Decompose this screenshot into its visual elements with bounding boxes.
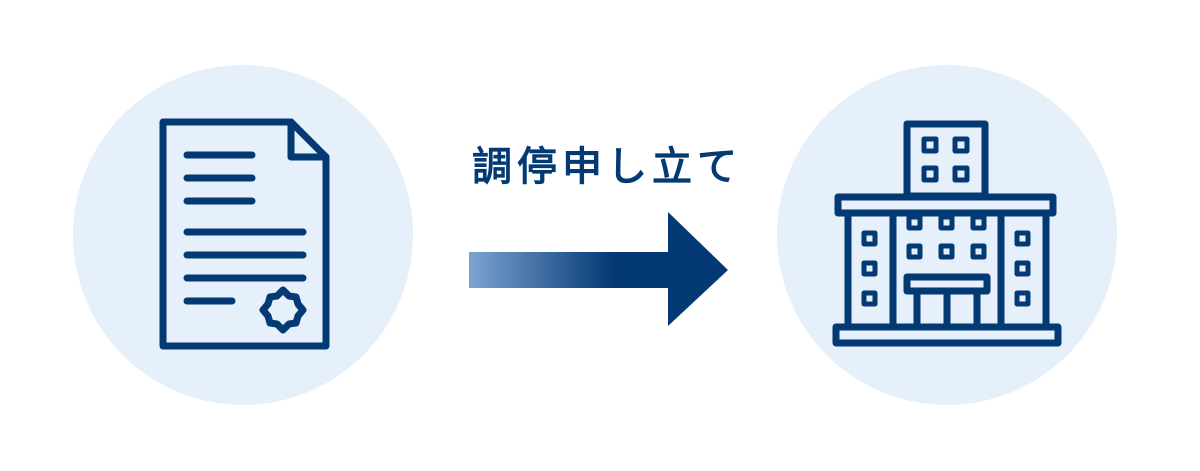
source-node: [73, 65, 413, 405]
flow-arrow: [469, 212, 728, 326]
target-node: [777, 65, 1117, 405]
building-circle: [777, 65, 1117, 405]
office-building-icon: [832, 120, 1062, 347]
action-label: 調停申し立て: [472, 144, 742, 190]
document-icon: [159, 118, 330, 350]
seal-icon: [259, 286, 307, 334]
